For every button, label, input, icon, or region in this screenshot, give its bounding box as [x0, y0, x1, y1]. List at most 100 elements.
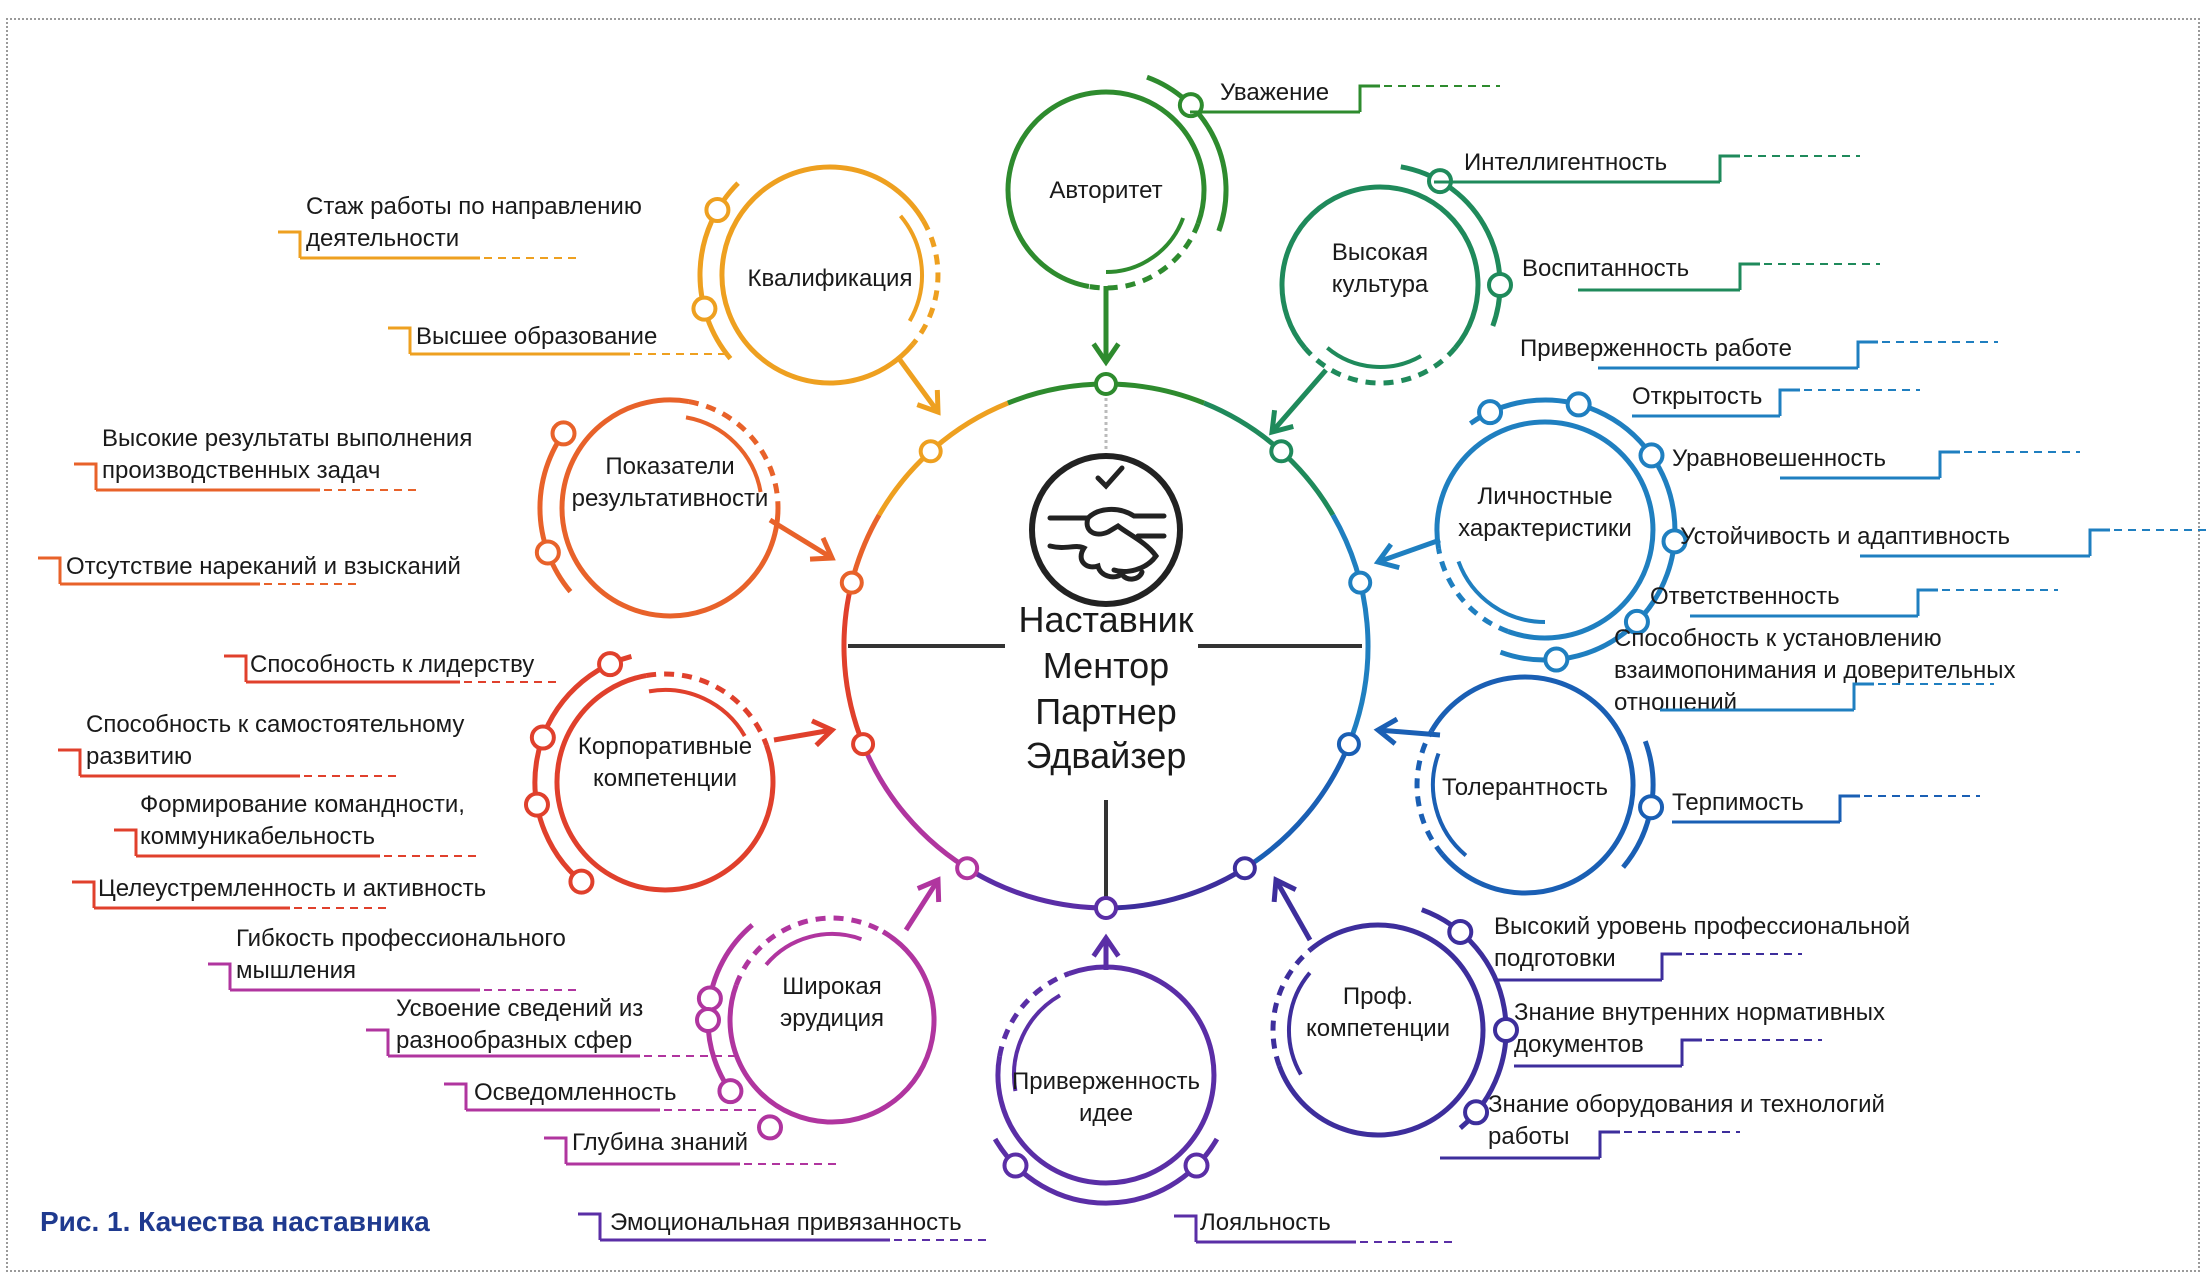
hub-label-0: Наставник: [1019, 599, 1194, 640]
cluster-circle-dashed: [1302, 346, 1458, 386]
item-node: [534, 539, 561, 566]
item-connector: [74, 462, 98, 490]
cluster-circle: [1279, 184, 1481, 350]
cluster-outer-arc: [532, 653, 633, 891]
item-connector: [58, 748, 82, 776]
item-label: Интеллигентность: [1464, 149, 1667, 176]
item-node: [1661, 528, 1688, 555]
hub-ring-segment: [1203, 400, 1336, 517]
item-connector: [1598, 1130, 1620, 1158]
arrowhead-icon: [1271, 876, 1297, 903]
item-label: Ответственность: [1650, 583, 1840, 610]
item-node: [1638, 794, 1665, 821]
arrowhead-icon: [1373, 542, 1400, 571]
hub-ring-segment: [1235, 734, 1355, 876]
arrow-icon: [1377, 727, 1441, 738]
item-node: [523, 791, 550, 818]
item-label: документов: [1514, 1031, 1644, 1058]
cluster-circle: [727, 929, 937, 1125]
cluster-circle: [1005, 89, 1207, 289]
cluster-title: культура: [1332, 271, 1429, 298]
cluster-circle-dashed: [1270, 947, 1313, 1067]
cluster-title: Корпоративные: [578, 733, 752, 760]
item-label: Способность к установлению: [1614, 625, 1942, 652]
hub-ring-segment: [851, 513, 882, 575]
hub-ring-segment: [841, 573, 863, 737]
item-node: [1638, 442, 1665, 469]
hub-node: [1348, 570, 1373, 595]
cluster-outer-arc: [537, 422, 573, 594]
arrow-icon: [773, 727, 833, 743]
item-connector: [208, 962, 232, 990]
item-label: Стаж работы по направлению: [306, 193, 642, 220]
item-label: Способность к лидерству: [250, 651, 534, 678]
item-label: подготовки: [1494, 945, 1616, 972]
cluster-circle: [719, 164, 926, 386]
hub-ring-segment: [1330, 513, 1371, 737]
arrow-icon: [903, 878, 941, 932]
item-node: [1493, 1017, 1519, 1043]
cluster-circle-dashed: [645, 671, 769, 746]
cluster-title: Авторитет: [1049, 177, 1162, 204]
item-label: Лояльность: [1200, 1209, 1331, 1236]
cluster-circle: [1434, 419, 1656, 641]
cluster-circle-dashed: [997, 971, 1070, 1057]
hub-node: [1336, 732, 1361, 757]
item-label: Высшее образование: [416, 323, 657, 350]
cluster-inner-arc: [1430, 752, 1468, 858]
arrow-icon: [897, 358, 941, 414]
item-connector: [444, 1082, 468, 1110]
item-connector: [544, 1136, 568, 1164]
item-node: [1447, 918, 1474, 945]
item-connector: [1852, 682, 1874, 710]
item-connector: [114, 828, 138, 856]
hub-ring-segment: [857, 734, 977, 876]
item-connector: [2088, 528, 2110, 556]
hub-ring-segment: [876, 400, 1009, 517]
item-label: Глубина знаний: [572, 1129, 748, 1156]
hub-node: [955, 856, 980, 881]
item-connector: [224, 654, 248, 682]
item-node: [1183, 1152, 1210, 1179]
cluster-title: Высокая: [1332, 239, 1428, 266]
cluster-title: Показатели: [605, 453, 734, 480]
item-connector: [278, 230, 302, 258]
arrow-icon: [1377, 537, 1441, 565]
item-node: [757, 1114, 783, 1141]
item-label: Знание внутренних нормативных: [1514, 999, 1885, 1026]
item-label: Приверженность работе: [1520, 335, 1792, 362]
item-connector: [1358, 84, 1380, 112]
item-label: Знание оборудования и технологий: [1488, 1091, 1885, 1118]
cluster-inner-arc: [648, 688, 747, 738]
hub-ring-segment: [1105, 870, 1239, 911]
arrowhead-icon: [810, 718, 837, 748]
cluster-title: компетенции: [1306, 1015, 1450, 1042]
arrowhead-icon: [1373, 716, 1399, 746]
item-node: [691, 295, 718, 322]
arrow-icon: [768, 517, 834, 561]
cluster-title: Проф.: [1343, 983, 1413, 1010]
item-label: развитию: [86, 743, 192, 770]
item-node: [529, 724, 556, 751]
item-connector: [1174, 1214, 1198, 1242]
item-connector: [72, 880, 96, 908]
cluster-inner-arc: [1105, 217, 1185, 274]
cluster-circle-dashed: [733, 915, 885, 986]
item-label: Осведомленность: [474, 1079, 677, 1106]
hub-node: [1094, 372, 1118, 396]
item-label: Способность к самостоятельному: [86, 711, 464, 738]
item-label: Целеустремленность и активность: [98, 875, 486, 902]
cluster-inner-arc: [1326, 346, 1422, 369]
item-node: [1463, 1099, 1490, 1126]
item-label: деятельности: [306, 225, 459, 252]
handshake-icon: [1029, 453, 1183, 607]
item-label: Гибкость профессионального: [236, 925, 566, 952]
cluster-title: характеристики: [1458, 515, 1632, 542]
cluster-inner-arc: [1012, 993, 1062, 1092]
hub-node: [851, 732, 876, 757]
